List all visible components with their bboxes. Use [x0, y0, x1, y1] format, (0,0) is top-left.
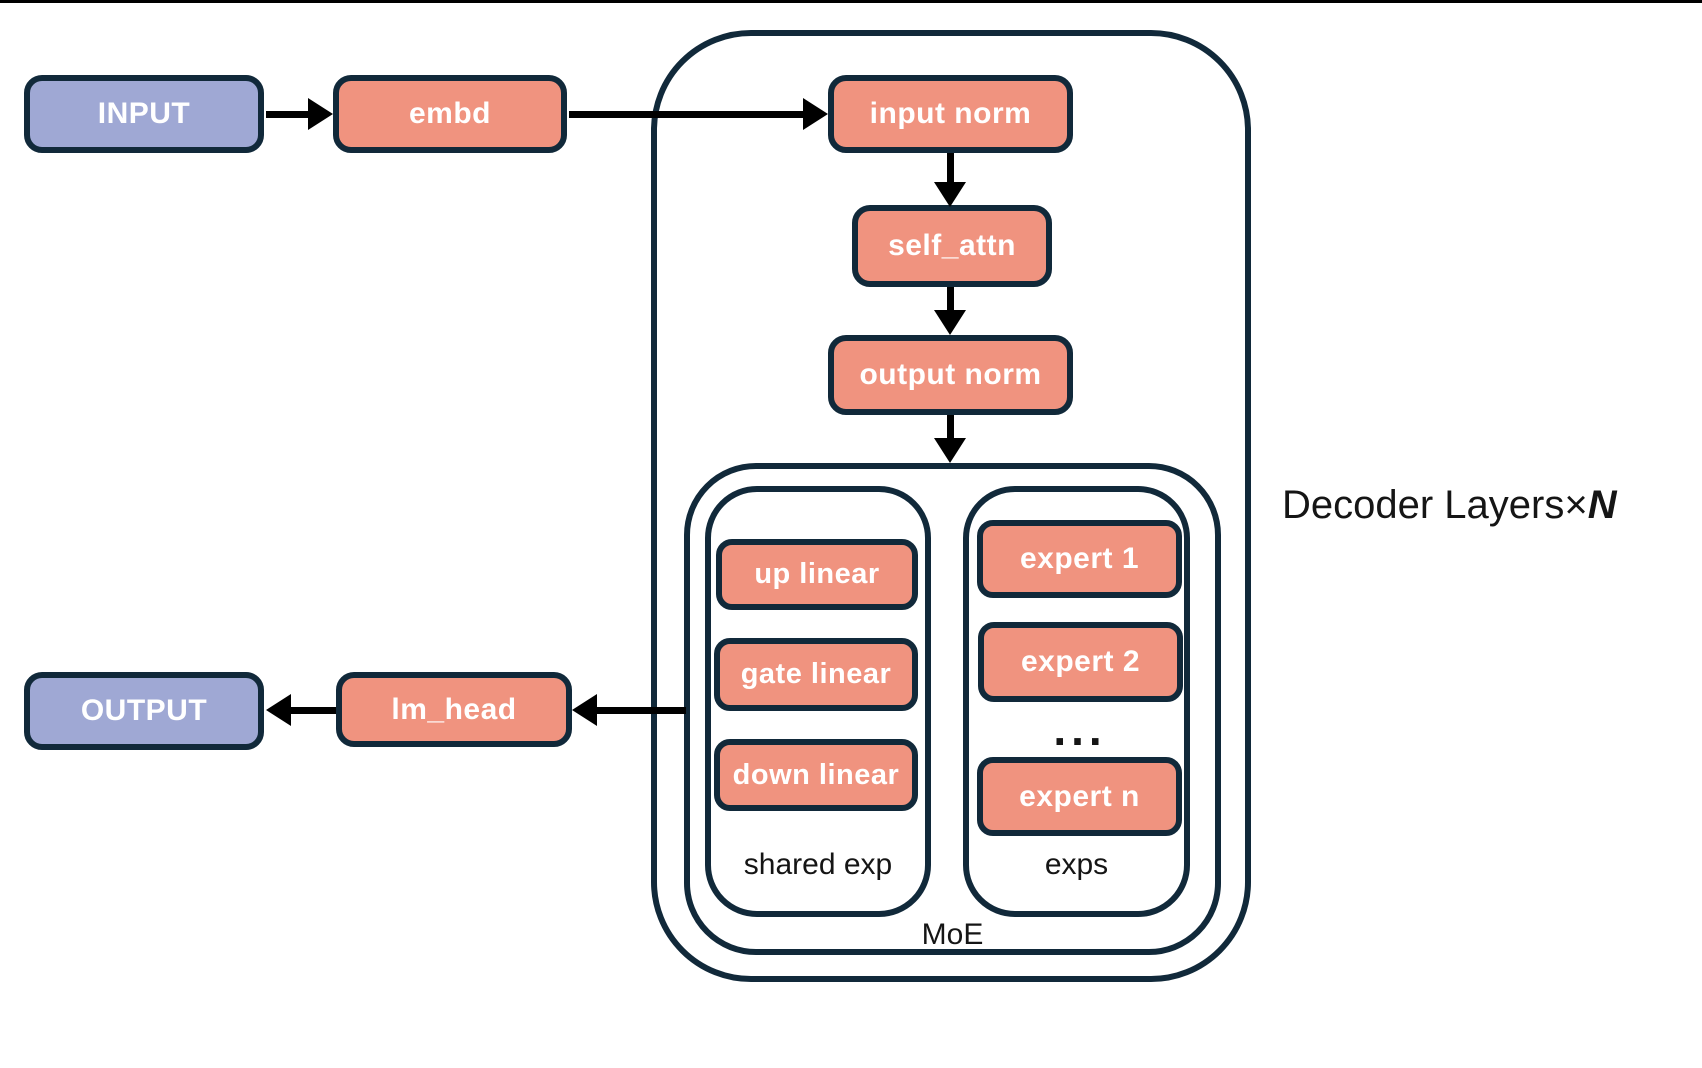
expert-1-node: expert 1	[977, 520, 1182, 598]
arrow-input-to-embd-line	[266, 111, 311, 118]
top-edge-line	[0, 0, 1702, 3]
output-norm-node-label: output norm	[859, 358, 1042, 391]
up-linear-node-label: up linear	[754, 558, 880, 590]
decoder-layers-title: Decoder Layers×N	[1282, 481, 1617, 529]
shared-expert-container	[705, 486, 931, 917]
lm-head-node-label: lm_head	[391, 692, 517, 726]
expert-1-node-label: expert 1	[1019, 542, 1140, 575]
moe-label: MoE	[921, 918, 984, 951]
decoder-layers-container	[651, 30, 1251, 982]
expert-2-node: expert 2	[978, 622, 1183, 702]
arrow-lmhead-to-output-head	[266, 694, 291, 726]
self-attn-node-label: self_attn	[888, 229, 1016, 262]
input-norm-node-label: input norm	[869, 97, 1032, 130]
up-linear-node: up linear	[716, 539, 918, 610]
expert-2-node-label: expert 2	[1020, 645, 1141, 678]
exps-label: exps	[1044, 848, 1109, 881]
arrow-moe-to-lmhead-head	[572, 694, 597, 726]
experts-container	[963, 486, 1190, 917]
arrow-lmhead-to-output-line	[289, 707, 336, 714]
decoder-layers-n: N	[1587, 483, 1617, 527]
gate-linear-node-label: gate linear	[740, 658, 892, 690]
experts-ellipsis: ...	[1040, 704, 1120, 754]
down-linear-node-label: down linear	[732, 758, 900, 791]
self-attn-node: self_attn	[852, 205, 1052, 287]
decoder-layers-multiplier: ×	[1564, 483, 1588, 527]
lm-head-node: lm_head	[336, 672, 572, 747]
arrow-input-to-embd-head	[308, 98, 333, 130]
embd-node: embd	[333, 75, 567, 153]
moe-container	[684, 463, 1221, 955]
output-node: OUTPUT	[24, 672, 264, 750]
output-norm-node: output norm	[828, 335, 1073, 415]
down-linear-node: down linear	[714, 739, 918, 811]
expert-n-node-label: expert n	[1019, 779, 1140, 813]
embd-node-label: embd	[408, 97, 491, 130]
shared-exp-label: shared exp	[743, 848, 893, 881]
input-node: INPUT	[24, 75, 264, 153]
output-node-label: OUTPUT	[80, 694, 208, 727]
input-norm-node: input norm	[828, 75, 1073, 153]
gate-linear-node: gate linear	[714, 638, 918, 711]
experts-ellipsis-text: ...	[1053, 703, 1107, 755]
expert-n-node: expert n	[977, 757, 1182, 836]
input-node-label: INPUT	[97, 97, 191, 130]
decoder-layers-title-text: Decoder Layers	[1282, 483, 1565, 527]
